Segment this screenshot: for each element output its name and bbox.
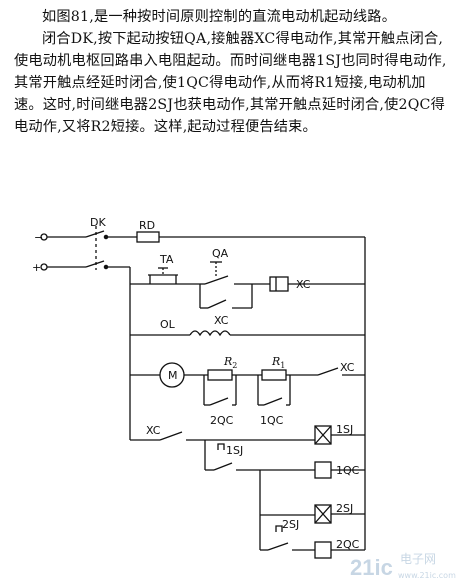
xc-hold-label: XC: [214, 314, 229, 327]
ta-label: TA: [159, 253, 174, 266]
svg-text:电子网: 电子网: [400, 552, 436, 566]
r2-label: R2: [223, 355, 237, 370]
xc-main-contact: [317, 367, 339, 376]
dk-label: DK: [90, 216, 106, 229]
xc-right-label: XC: [340, 361, 355, 374]
xc-left-label: XC: [146, 424, 161, 437]
xc-coil-label: XC: [296, 278, 311, 291]
svg-text:www.21ic.com: www.21ic.com: [398, 571, 456, 580]
contact-2qc: [209, 397, 229, 406]
2qc-coil-label: 2QC: [336, 538, 360, 551]
coil-1qc: [314, 461, 332, 479]
coil-2qc: [314, 541, 332, 559]
resistor-r1: [261, 369, 287, 381]
contact-2sj: [267, 542, 289, 551]
xc-holding-contact: [207, 299, 227, 309]
minus-label: −: [34, 231, 43, 244]
fuse-rd: [136, 231, 160, 243]
rd-label: RD: [139, 219, 155, 232]
xc-coil: [269, 276, 289, 292]
2qc-contact-label: 2QC: [210, 414, 234, 427]
ol-label: OL: [160, 318, 176, 331]
motor-label: M: [168, 369, 178, 382]
overload-winding-ol: [189, 330, 231, 337]
qa-label: QA: [212, 247, 229, 260]
resistor-r2: [207, 369, 233, 381]
description-text: 如图81,是一种按时间原则控制的直流电动机起动线路。 闭合DK,按下起动按钮QA…: [14, 6, 454, 138]
r1-label: R1: [271, 355, 285, 370]
1qc-contact-label: 1QC: [260, 414, 284, 427]
xc-aux-contact: [159, 431, 183, 441]
1sj-coil-label: 1SJ: [336, 423, 353, 436]
plus-terminal: [40, 263, 48, 271]
plus-label: +: [32, 261, 41, 274]
2sj-contact-label: 2SJ: [282, 518, 299, 531]
1qc-coil-label: 1QC: [336, 464, 360, 477]
contact-1qc: [263, 397, 283, 406]
paragraph-intro: 如图81,是一种按时间原则控制的直流电动机起动线路。: [42, 9, 397, 25]
start-button-qa: [204, 275, 229, 285]
svg-text:21ic: 21ic: [350, 555, 393, 580]
watermark-logo: 21ic 电子网 www.21ic.com: [350, 552, 456, 580]
paragraph-explanation: 闭合DK,按下起动按钮QA,接触器XC得电动作,其常开触点闭合,使电动机电枢回路…: [14, 31, 447, 135]
1sj-contact-label: 1SJ: [226, 444, 243, 457]
contact-1sj: [213, 462, 233, 471]
2sj-coil-label: 2SJ: [336, 502, 353, 515]
